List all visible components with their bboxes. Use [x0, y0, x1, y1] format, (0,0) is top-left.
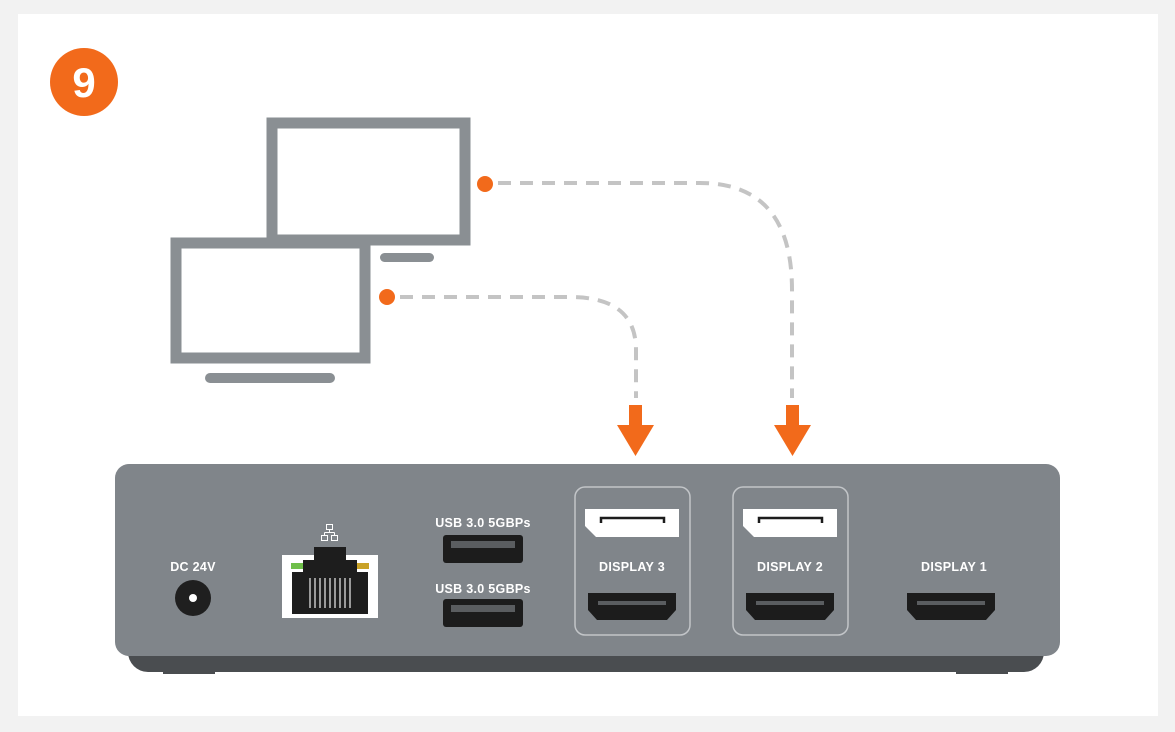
displayport-icon	[743, 509, 837, 537]
hdmi-port-icon	[907, 593, 995, 620]
monitor-back-dot	[477, 176, 493, 192]
display3-port-group: DISPLAY 3	[574, 486, 691, 636]
usb-port-top: USB 3.0 5GBPs	[435, 516, 531, 563]
display3-label: DISPLAY 3	[599, 560, 665, 574]
usb-top-label: USB 3.0 5GBPs	[435, 516, 531, 530]
dock-body	[115, 464, 1060, 656]
ethernet-port	[282, 524, 378, 618]
cable-display2	[498, 181, 794, 398]
network-icon	[321, 524, 338, 541]
display2-label: DISPLAY 2	[757, 560, 823, 574]
monitor-front-dot	[379, 289, 395, 305]
display2-port-group: DISPLAY 2	[732, 486, 849, 636]
power-label: DC 24V	[170, 560, 216, 574]
display1-label: DISPLAY 1	[921, 560, 987, 574]
cable-display3	[400, 295, 638, 398]
arrow-down-icon	[774, 405, 811, 456]
arrow-down-icon	[617, 405, 654, 456]
hdmi-port-icon	[746, 593, 834, 620]
displayport-icon	[585, 509, 679, 537]
usb-port-bottom: USB 3.0 5GBPs	[435, 582, 531, 627]
power-port: DC 24V	[170, 560, 216, 616]
usb-bottom-label: USB 3.0 5GBPs	[435, 582, 531, 596]
display1-port: DISPLAY 1	[907, 560, 995, 620]
monitor-front-icon	[170, 237, 371, 383]
step-number: 9	[72, 59, 95, 106]
step-badge: 9	[50, 48, 118, 116]
hdmi-port-icon	[588, 593, 676, 620]
